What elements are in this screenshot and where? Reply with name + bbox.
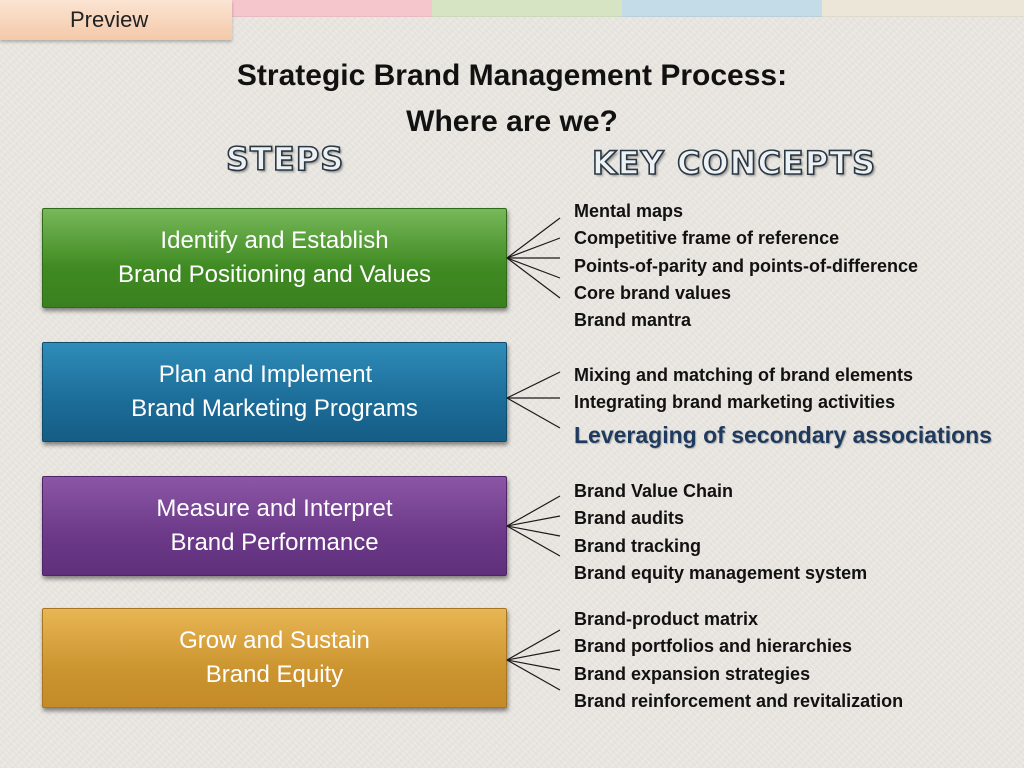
step-4-line-2: Brand Equity xyxy=(205,661,344,688)
concept-item: Brand portfolios and hierarchies xyxy=(574,636,853,657)
step-1-line-1: Identify and Establish xyxy=(160,227,389,254)
concept-item: Brand reinforcement and revitalization xyxy=(574,690,904,711)
concept-item: Brand equity management system xyxy=(574,562,868,583)
concept-list-programs: Mixing and matching of brand elements In… xyxy=(574,362,992,453)
concept-item: Competitive frame of reference xyxy=(574,228,840,249)
slide-title-line-1: Strategic Brand Management Process: xyxy=(236,59,788,92)
concept-item: Brand-product matrix xyxy=(574,609,759,629)
preview-tab[interactable]: Preview xyxy=(0,0,232,40)
fan-4 xyxy=(506,629,561,691)
concept-item: Brand Value Chain xyxy=(574,481,734,501)
step-1-line-2: Brand Positioning and Values xyxy=(117,261,432,288)
concept-item: Core brand values xyxy=(574,282,732,303)
step-box-measure: Measure and Interpret Brand Performance xyxy=(42,476,507,576)
fan-2 xyxy=(506,371,561,429)
concept-list-positioning: Mental maps Competitive frame of referen… xyxy=(574,198,918,334)
concept-list-equity: Brand-product matrix Brand portfolios an… xyxy=(574,606,903,715)
concept-item: Integrating brand marketing activities xyxy=(574,392,896,413)
fan-1 xyxy=(506,217,561,299)
step-2-line-1: Plan and Implement xyxy=(158,361,373,388)
concept-item: Points-of-parity and points-of-differenc… xyxy=(574,255,918,276)
strip-segment-3 xyxy=(622,0,822,17)
concept-item: Mental maps xyxy=(574,201,684,221)
strip-segment-1 xyxy=(232,0,432,17)
step-box-plan: Plan and Implement Brand Marketing Progr… xyxy=(42,342,507,442)
concept-item-highlight: Leveraging of secondary associations xyxy=(574,421,992,448)
step-3-line-1: Measure and Interpret xyxy=(156,495,393,522)
step-3-line-2: Brand Performance xyxy=(170,529,379,556)
concept-item: Brand expansion strategies xyxy=(574,663,811,684)
concept-item: Brand tracking xyxy=(574,535,702,556)
concept-item: Brand audits xyxy=(574,508,685,529)
top-color-strip xyxy=(232,0,1024,17)
step-box-identify: Identify and Establish Brand Positioning… xyxy=(42,208,507,308)
slide-title-line-2: Where are we? xyxy=(406,105,618,138)
concept-list-performance: Brand Value Chain Brand audits Brand tra… xyxy=(574,478,867,587)
concept-item: Brand mantra xyxy=(574,310,692,331)
fan-3 xyxy=(506,495,561,557)
step-2-line-2: Brand Marketing Programs xyxy=(131,395,418,422)
strip-segment-2 xyxy=(432,0,622,17)
step-box-grow: Grow and Sustain Brand Equity xyxy=(42,608,507,708)
steps-header: STEPS xyxy=(225,139,345,179)
concept-item: Mixing and matching of brand elements xyxy=(574,365,914,385)
step-4-line-1: Grow and Sustain xyxy=(179,627,370,654)
strip-segment-4 xyxy=(822,0,1024,17)
key-concepts-header: KEY CONCEPTS xyxy=(591,143,877,183)
